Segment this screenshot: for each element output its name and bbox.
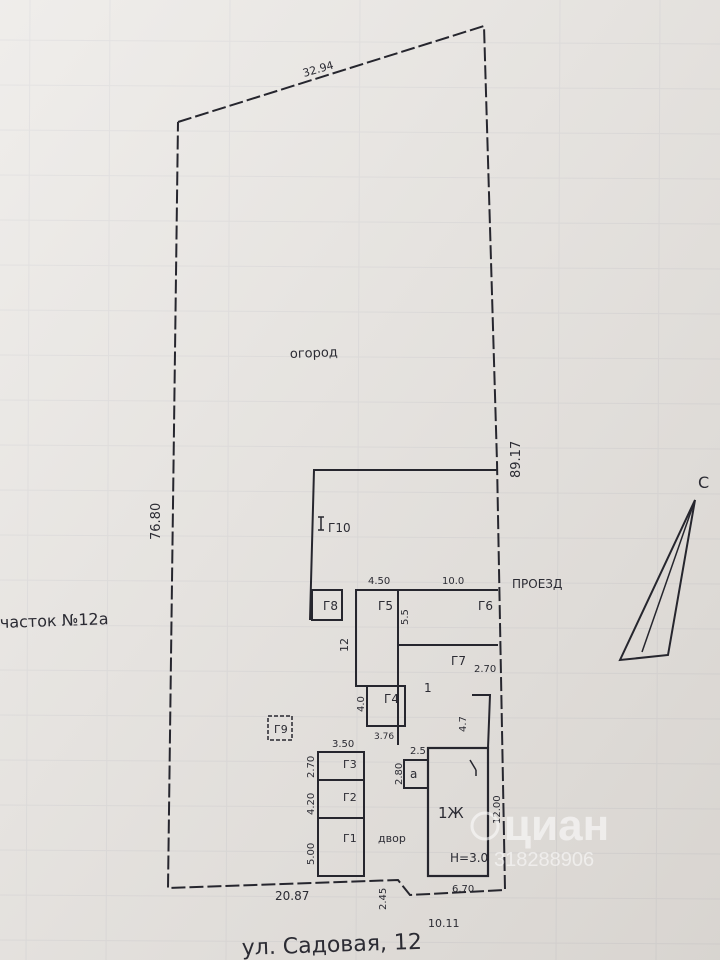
porch-label: а [410, 767, 417, 781]
outbuilding-g10: Г10 [318, 516, 351, 535]
dim-g10-depth: 12 [338, 638, 351, 652]
dim-left: 76.80 [149, 503, 164, 540]
g6-label: Г6 [478, 599, 493, 613]
street-address-label: ул. Садовая, 12 [241, 930, 422, 960]
house-label: 1Ж [438, 804, 464, 822]
dim-bottom-step: 2.45 [378, 888, 389, 910]
dim-g5-depth: 5.5 [400, 609, 411, 625]
outbuilding-g4: Г4 [366, 685, 406, 727]
outbuilding-g7: Г7 [451, 654, 466, 668]
dim-house-depth: 12.00 [492, 795, 503, 824]
dim-g1-depth: 5.00 [306, 843, 317, 865]
plot-boundary [166, 24, 507, 897]
north-label: С [698, 473, 709, 492]
outbuilding-g6: Г6 [478, 599, 493, 613]
watermark-number: 318288906 [494, 849, 594, 871]
yard-label: двор [378, 832, 406, 845]
neighbor-plot-label: часток №12а [0, 609, 109, 632]
outbuilding-g9: Г9 [267, 715, 293, 741]
g5-label: Г5 [378, 599, 393, 613]
dim-block-width: 3.50 [332, 739, 354, 750]
north-arrow-icon: С [618, 473, 709, 662]
g7-label: Г7 [451, 654, 466, 668]
g10-label: Г10 [328, 521, 351, 535]
outbuilding-g8: Г8 [311, 589, 343, 621]
g4-label: Г4 [384, 692, 399, 706]
dim-g2-depth: 4.20 [306, 793, 317, 815]
dim-g3-depth: 2.70 [306, 756, 317, 778]
outbuilding-block-g1-g3 [317, 751, 365, 877]
house-height-label: Н=3.0 [450, 851, 488, 865]
dim-g4-height: 4.0 [356, 696, 367, 712]
dim-right: 89.17 [509, 441, 524, 478]
dim-g6-width: 10.0 [442, 576, 464, 587]
dim-bottom-left: 20.87 [275, 889, 309, 903]
garden-label: огород [290, 345, 338, 362]
dim-g4-width: 3.76 [374, 732, 394, 742]
g8-label: Г8 [323, 599, 338, 613]
g3-label: Г3 [343, 758, 357, 771]
passage-label: ПРОЕЗД [512, 577, 562, 591]
g2-label: Г2 [343, 791, 357, 804]
g1-label: Г1 [343, 832, 357, 845]
dim-house-width: 6.70 [452, 884, 474, 895]
dim-g7-right: 2.70 [474, 664, 496, 675]
dim-bottom-right: 10.11 [428, 917, 460, 930]
dim-porch-depth: 2.80 [394, 763, 405, 785]
g9-label: Г9 [274, 723, 288, 736]
dim-g7-depth: 4.7 [458, 716, 469, 732]
cian-watermark: циан 318288906 [470, 801, 609, 871]
watermark-brand: циан [504, 801, 609, 850]
dim-g5-width: 4.50 [368, 576, 390, 587]
dim-porch-width: 2.5 [410, 746, 426, 757]
area-1-label: 1 [424, 681, 432, 695]
